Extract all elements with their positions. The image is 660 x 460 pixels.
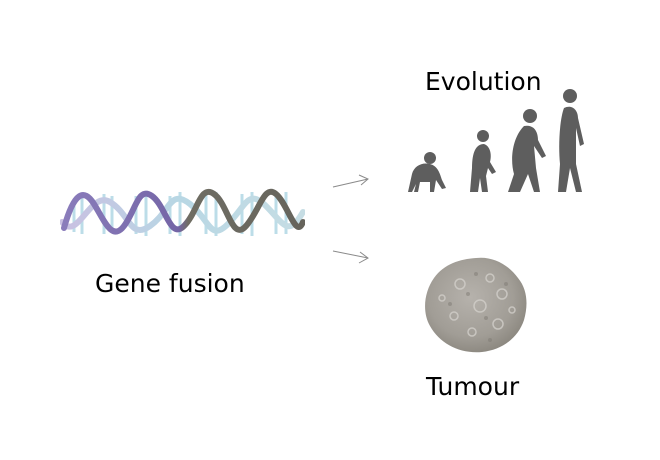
tumour-label: Tumour bbox=[426, 372, 520, 401]
dna-double-helix-icon bbox=[60, 182, 305, 244]
arrow-to-tumour bbox=[330, 244, 374, 266]
source-label: Gene fusion bbox=[95, 269, 245, 298]
human-evolution-icon bbox=[400, 88, 600, 196]
arrow-to-evolution bbox=[330, 170, 374, 192]
evolution-label: Evolution bbox=[425, 67, 542, 96]
tumour-cell-icon bbox=[420, 254, 532, 354]
